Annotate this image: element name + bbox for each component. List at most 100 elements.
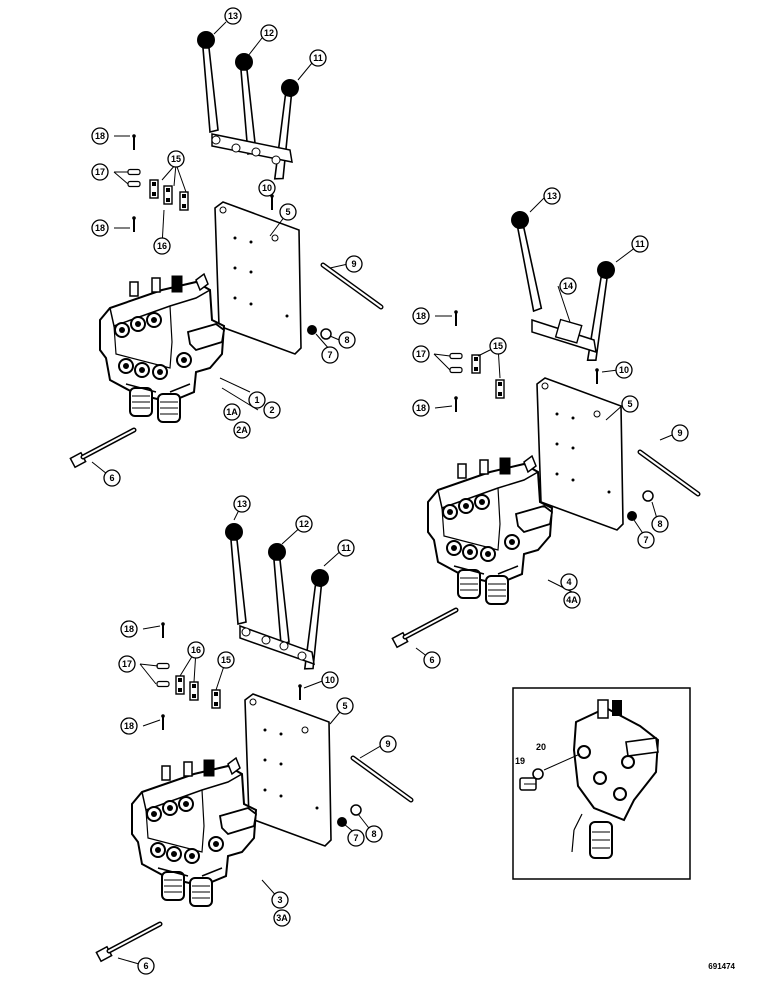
callout-label: 9: [677, 428, 682, 438]
callout-c13b: 13: [543, 187, 561, 205]
callout-label: 6: [143, 961, 148, 971]
callout-circle: [365, 825, 383, 843]
bolt-6: [392, 610, 456, 647]
pin-18-lower: [131, 215, 137, 233]
callout-label: 10: [619, 365, 629, 375]
callout-circle: [412, 399, 430, 417]
callout-c4A: 4A: [563, 591, 581, 609]
callout-c8a: 8: [338, 331, 356, 349]
callout-label: 6: [429, 655, 434, 665]
lever-13: [224, 522, 247, 625]
inset-label-20: 20: [536, 742, 546, 752]
callout-circle: [563, 591, 581, 609]
callout-c17a: 17: [91, 163, 109, 181]
callout-circle: [337, 539, 355, 557]
callout-c7b: 7: [637, 531, 655, 549]
callout-label: 11: [313, 53, 323, 63]
assembly-right: [392, 208, 698, 647]
callout-c15c: 15: [217, 651, 235, 669]
callout-label: 15: [221, 655, 231, 665]
callout-label: 10: [325, 675, 335, 685]
callout-c11c: 11: [337, 539, 355, 557]
valve-body-3: [131, 757, 257, 907]
callout-c18c: 18: [412, 307, 430, 325]
callout-label: 7: [353, 833, 358, 843]
pin-18-upper: [453, 309, 459, 327]
pin-10: [297, 683, 303, 701]
callout-c5c: 5: [336, 697, 354, 715]
valve-body-4: [427, 455, 553, 605]
callout-circle: [615, 361, 633, 379]
callout-circle: [248, 391, 266, 409]
callout-c11a: 11: [309, 49, 327, 67]
callout-c17b: 17: [412, 345, 430, 363]
reference-number: 691474: [708, 962, 735, 971]
rod-9: [640, 452, 698, 494]
callout-circle: [412, 345, 430, 363]
callout-circle: [91, 163, 109, 181]
callout-c16a: 16: [153, 237, 171, 255]
callout-label: 18: [124, 721, 134, 731]
lever-12: [267, 542, 290, 645]
callout-circle: [233, 495, 251, 513]
callout-c13c: 13: [233, 495, 251, 513]
callout-circle: [137, 957, 155, 975]
callout-circle: [560, 573, 578, 591]
callout-c18e: 18: [120, 620, 138, 638]
callout-circle: [637, 531, 655, 549]
callout-circle: [167, 150, 185, 168]
callout-label: 3: [277, 895, 282, 905]
callout-label: 11: [341, 543, 351, 553]
callout-label: 17: [122, 659, 132, 669]
callout-label: 18: [416, 403, 426, 413]
callout-circle: [223, 403, 241, 421]
plate-5: [214, 201, 302, 355]
callout-circle: [263, 401, 281, 419]
callout-label: 18: [124, 624, 134, 634]
callout-label: 16: [191, 645, 201, 655]
o-ring-20: [532, 768, 544, 780]
callout-circle: [347, 829, 365, 847]
callout-circle: [379, 735, 397, 753]
callout-c18f: 18: [120, 717, 138, 735]
washer-8: [320, 328, 332, 340]
callout-label: 18: [416, 311, 426, 321]
lever-13: [196, 30, 219, 133]
callout-c7c: 7: [347, 829, 365, 847]
pin-10: [594, 367, 600, 385]
callout-label: 4A: [566, 595, 578, 605]
callout-label: 9: [351, 259, 356, 269]
callout-c10b: 10: [615, 361, 633, 379]
callout-c1A: 1A: [223, 403, 241, 421]
lever-13: [509, 208, 543, 314]
callout-label: 17: [416, 349, 426, 359]
callout-circle: [153, 237, 171, 255]
callout-c10a: 10: [258, 179, 276, 197]
valve-body-1: [99, 273, 225, 423]
callout-circle: [423, 651, 441, 669]
washer-8: [350, 804, 362, 816]
callout-c1: 1: [248, 391, 266, 409]
callout-label: 17: [95, 167, 105, 177]
callout-circle: [321, 346, 339, 364]
callout-circle: [91, 127, 109, 145]
callout-label: 7: [327, 350, 332, 360]
callout-circle: [489, 337, 507, 355]
clevis-17: [449, 352, 463, 374]
plug-19: [519, 777, 537, 791]
link-15-16: [175, 675, 221, 709]
callout-label: 15: [171, 154, 181, 164]
callout-circle: [260, 24, 278, 42]
callout-label: 11: [635, 239, 645, 249]
callout-c3A: 3A: [273, 909, 291, 927]
callout-circle: [233, 421, 251, 439]
clevis-17: [127, 168, 141, 188]
callout-circle: [217, 651, 235, 669]
callout-circle: [118, 655, 136, 673]
callout-c9c: 9: [379, 735, 397, 753]
callout-circle: [336, 697, 354, 715]
callout-label: 12: [299, 519, 309, 529]
callout-circle: [543, 187, 561, 205]
callout-c16c: 16: [187, 641, 205, 659]
callout-circle: [412, 307, 430, 325]
